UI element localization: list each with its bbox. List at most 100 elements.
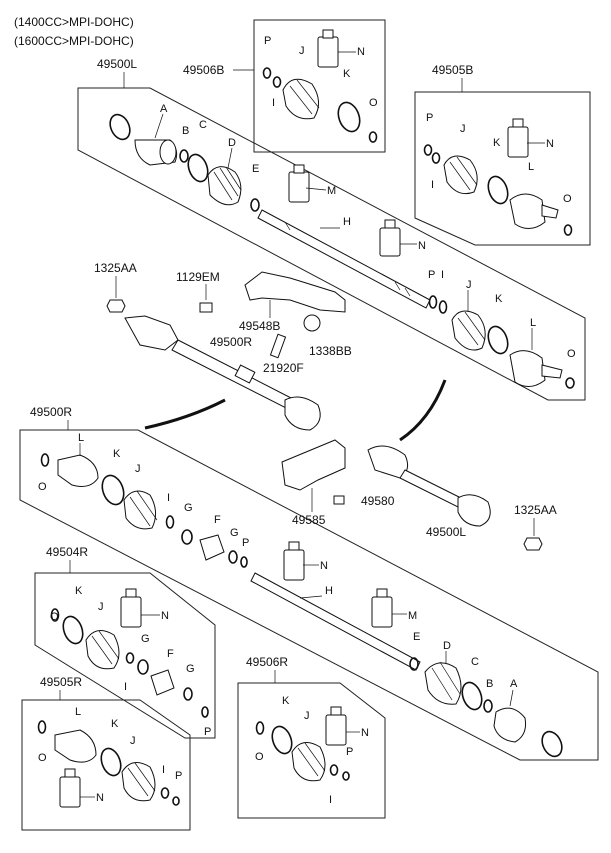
label-d-lower: D [443,640,451,652]
label-d-top: D [228,137,236,149]
label-g-lower-1: G [184,502,193,514]
label-n-kit2: N [546,138,554,150]
label-e-lower: E [413,631,420,643]
grease-tube-n-kit4 [120,588,142,628]
callout-1129em: 1129EM [176,270,220,284]
shaft-h-top [257,209,431,309]
grease-tube-n-top [379,219,401,257]
letter-labels: A B C D E M H N P I J K L O P J N K I O … [38,35,576,806]
bushing-1338bb [303,314,321,332]
label-k-kit1: K [343,68,351,80]
label-a-lower: A [510,678,518,690]
label-b-lower: B [486,678,493,690]
label-m-top: M [327,185,336,197]
right-shaft-joint [457,494,491,527]
boot-d-lower [424,662,462,705]
label-j-kit2: J [460,123,466,135]
right-shaft [399,469,466,509]
callout-49585: 49585 [292,513,326,527]
grease-tube-m-top [288,164,310,203]
callout-1338bb: 1338BB [309,344,352,358]
label-p-kit6: P [346,746,353,758]
bolt-49580 [333,495,345,505]
label-e-top: E [252,163,259,175]
housing-l-top [509,350,546,387]
nut-right [523,537,543,551]
label-k-top: K [495,293,503,305]
grease-tube-n-lower [283,541,305,581]
label-o-lower: O [38,481,47,493]
label-j-top: J [466,279,472,291]
housing-l-kit5 [54,729,97,763]
label-n-kit6: N [361,727,369,739]
label-m-lower: M [408,610,417,622]
callout-49500r-mid: 49500R [210,335,252,349]
frame-49506b [253,19,386,153]
right-shaft-boot [367,445,409,479]
label-j-kit6: J [304,710,310,722]
boot-j-kit6 [291,742,326,782]
damper-f-kit4 [150,669,175,696]
callout-49548b: 49548B [239,319,280,333]
bracket-49585 [281,439,346,491]
boot-j-kit4 [85,630,120,670]
label-k-kit6: K [282,695,290,707]
label-n-lower: N [320,560,328,572]
header-line-1: (1400CC>MPI-DOHC) [14,15,134,29]
label-l-top: L [530,317,536,329]
label-o-kit2: O [563,193,572,205]
label-j-kit1: J [299,45,305,57]
label-o-kit5: O [38,752,47,764]
outer-joint-a-lower [493,707,526,743]
label-p-kit1: P [264,35,271,47]
label-n-kit5: N [96,792,104,804]
mid-shaft-boot-left [124,315,179,351]
label-g-kit4-2: G [186,663,195,675]
label-c-lower: C [471,656,479,668]
housing-l-lower [57,454,99,487]
housing-l-kit2 [509,193,546,229]
damper-f-lower [199,534,225,561]
callout-21920f: 21920F [263,361,304,375]
callout-1325aa-left: 1325AA [94,261,137,275]
label-b-top: B [182,125,189,137]
grease-tube-n-kit6 [325,706,347,746]
label-j-kit4: J [98,601,104,613]
label-h-top: H [343,216,351,228]
label-p-kit4: P [204,726,211,738]
label-i-top: I [441,269,444,281]
label-c-top: C [199,119,207,131]
label-i-kit5: I [162,764,165,776]
label-k-kit2: K [493,137,501,149]
label-n-top: N [418,240,426,252]
label-i-kit2: I [431,179,434,191]
frame-49506r [237,682,386,819]
bracket-49548b [244,271,346,313]
callout-49580: 49580 [361,494,395,508]
grease-tube-n-kit5 [59,768,81,808]
label-f-kit4: F [167,648,174,660]
callout-49500l-mid: 49500L [426,525,466,539]
label-i-kit1: I [272,97,275,109]
label-j-kit5: J [130,735,136,747]
label-o-top: O [567,348,576,360]
boot-j-lower [123,490,156,530]
label-i-kit4: I [124,681,127,693]
callout-49506b: 49506B [183,63,224,77]
callout-49506r: 49506R [246,655,288,669]
grease-tube-n-kit2 [507,118,529,158]
boot-j-kit [282,78,319,120]
label-l-kit2: L [528,161,534,173]
frame-49504r [34,572,216,739]
pin-21920f [269,333,287,359]
label-o-kit6: O [255,751,264,763]
callout-49505r: 49505R [40,675,82,689]
label-n-kit1: N [357,46,365,58]
label-o-kit4: O [50,611,59,623]
callout-49500r-lower: 49500R [30,405,72,419]
boot-j-kit5 [121,762,156,802]
bolt-1129em [199,302,213,313]
leader-lines [79,51,545,798]
